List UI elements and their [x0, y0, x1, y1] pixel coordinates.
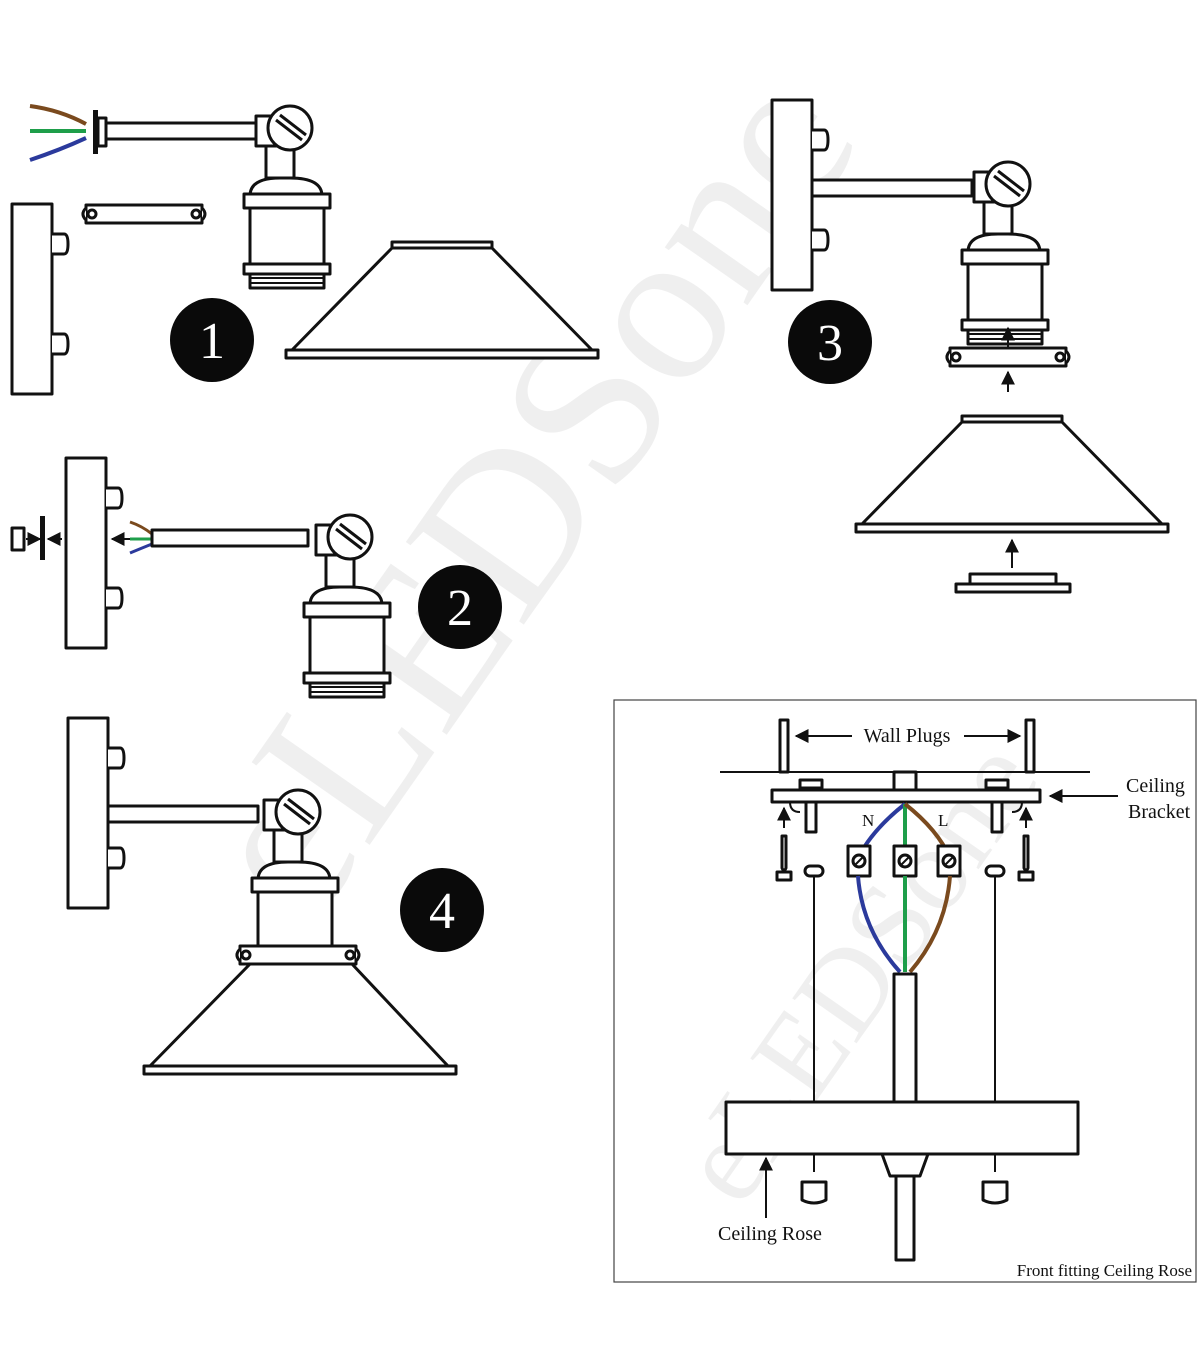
- step-1-badge: 1: [170, 298, 254, 382]
- neutral-label: N: [862, 811, 874, 830]
- ceiling-bracket-label-1: Ceiling: [1126, 775, 1185, 797]
- step-1-parts: [10, 104, 600, 396]
- step-2-number: 2: [447, 580, 473, 637]
- step-3-parts: [770, 98, 1170, 594]
- step-4-parts: [66, 716, 458, 1076]
- neutral-wire-bottom: [856, 875, 902, 974]
- step-4-badge: 4: [400, 868, 484, 952]
- ceiling-bracket-label-2: Bracket: [1128, 801, 1191, 823]
- step-1-number: 1: [199, 313, 225, 370]
- terminal-block: [846, 844, 962, 878]
- ceiling-rose-label: Ceiling Rose: [718, 1223, 822, 1245]
- step-3-badge: 3: [788, 300, 872, 384]
- live-label: L: [938, 811, 948, 830]
- step-3-number: 3: [817, 315, 843, 372]
- wiring-panel: Wall Plugs Ceiling Bracket N L: [613, 699, 1197, 1283]
- live-wire-bottom: [908, 875, 952, 974]
- wall-plugs-label: Wall Plugs: [864, 725, 951, 747]
- neutral-wire: [29, 136, 87, 162]
- step-2-badge: 2: [418, 565, 502, 649]
- step-4-number: 4: [429, 883, 455, 940]
- panel-caption: Front fitting Ceiling Rose: [1017, 1261, 1192, 1280]
- live-wire: [29, 104, 87, 126]
- step-2-parts: [10, 456, 392, 699]
